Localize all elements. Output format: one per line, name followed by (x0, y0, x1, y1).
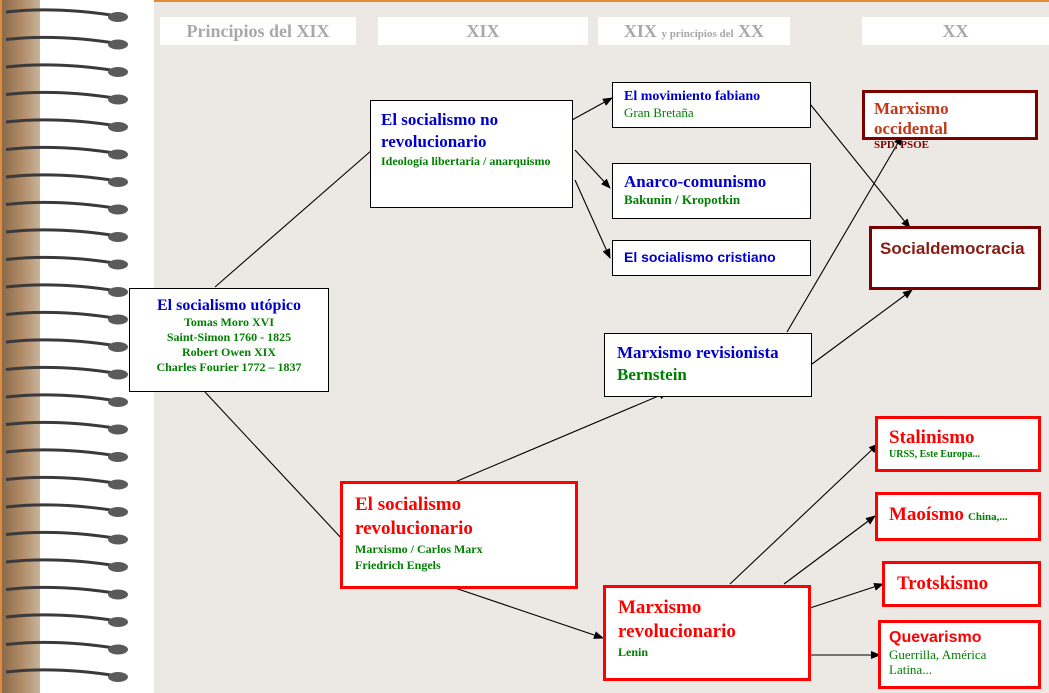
node-line: Saint-Simon 1760 - 1825 (166, 330, 292, 344)
header-xix-xx: XIX y principios del XX (598, 17, 790, 45)
node-subtitle: Gran Bretaña (624, 105, 694, 120)
node-subtitle: China,... (967, 511, 1008, 523)
node-title: Marxismo revolucionario (618, 597, 736, 642)
node-movimiento-fabiano: El movimiento fabiano Gran Bretaña (612, 82, 811, 128)
node-quevarismo: Quevarismo Guerrilla, América Latina... (878, 620, 1041, 689)
node-trotskismo: Trotskismo (882, 561, 1041, 607)
node-subtitle: Bernstein (617, 365, 687, 384)
node-subtitle: Marxismo / Carlos Marx (355, 542, 483, 556)
node-maoismo: Maoísmo China,... (875, 492, 1041, 541)
node-title: Socialdemocracia (880, 239, 1025, 258)
node-subtitle: URSS, Este Europa... (889, 449, 980, 460)
node-title: El movimiento fabiano (624, 89, 761, 104)
node-title: El socialismo utópico (156, 297, 301, 314)
top-border (0, 0, 1049, 2)
node-socialismo-revolucionario: El socialismo revolucionario Marxismo / … (340, 481, 578, 589)
node-line: Charles Fourier 1772 – 1837 (156, 360, 302, 374)
node-socialismo-cristiano: El socialismo cristiano (612, 240, 811, 276)
node-title: Quevarismo (889, 629, 982, 646)
node-title: El socialismo no revolucionario (381, 110, 499, 151)
node-marxismo-occidental: Marxismo occidental SPD, PSOE (862, 90, 1038, 151)
node-subtitle: Lenin (618, 645, 649, 659)
header-xix: XIX (378, 17, 588, 45)
node-title: Maoísmo (889, 504, 964, 525)
header-principios-xix: Principios del XIX (160, 17, 356, 45)
node-title: Marxismo occidental (874, 99, 949, 138)
node-title: Stalinismo (889, 427, 975, 448)
node-marxismo-revolucionario: Marxismo revolucionario Lenin (603, 585, 811, 681)
node-title: El socialismo revolucionario (355, 494, 473, 539)
node-socialdemocracia: Socialdemocracia (869, 226, 1041, 290)
node-title: Marxismo revisionista (617, 343, 779, 362)
node-anarco-comunismo: Anarco-comunismo Bakunin / Kropotkin (612, 163, 811, 219)
node-subtitle: SPD, PSOE (874, 139, 930, 151)
node-subtitle: Friedrich Engels (355, 558, 441, 572)
node-line: Tomas Moro XVI (183, 315, 274, 329)
node-stalinismo: Stalinismo URSS, Este Europa... (875, 416, 1041, 472)
node-socialismo-utopico: El socialismo utópico Tomas Moro XVI Sai… (129, 288, 329, 392)
node-subtitle: Bakunin / Kropotkin (624, 192, 741, 207)
node-line: Robert Owen XIX (182, 345, 276, 359)
node-title: El socialismo cristiano (624, 249, 776, 265)
node-marxismo-revisionista: Marxismo revisionista Bernstein (604, 333, 812, 397)
node-title: Anarco-comunismo (624, 172, 767, 191)
node-title: Trotskismo (897, 573, 989, 594)
node-socialismo-no-revolucionario: El socialismo no revolucionario Ideologí… (370, 100, 573, 208)
header-xx: XX (862, 17, 1049, 45)
node-subtitle: Ideología libertaria / anarquismo (381, 154, 551, 168)
node-subtitle: Guerrilla, América Latina... (889, 647, 987, 677)
left-border (0, 0, 2, 693)
